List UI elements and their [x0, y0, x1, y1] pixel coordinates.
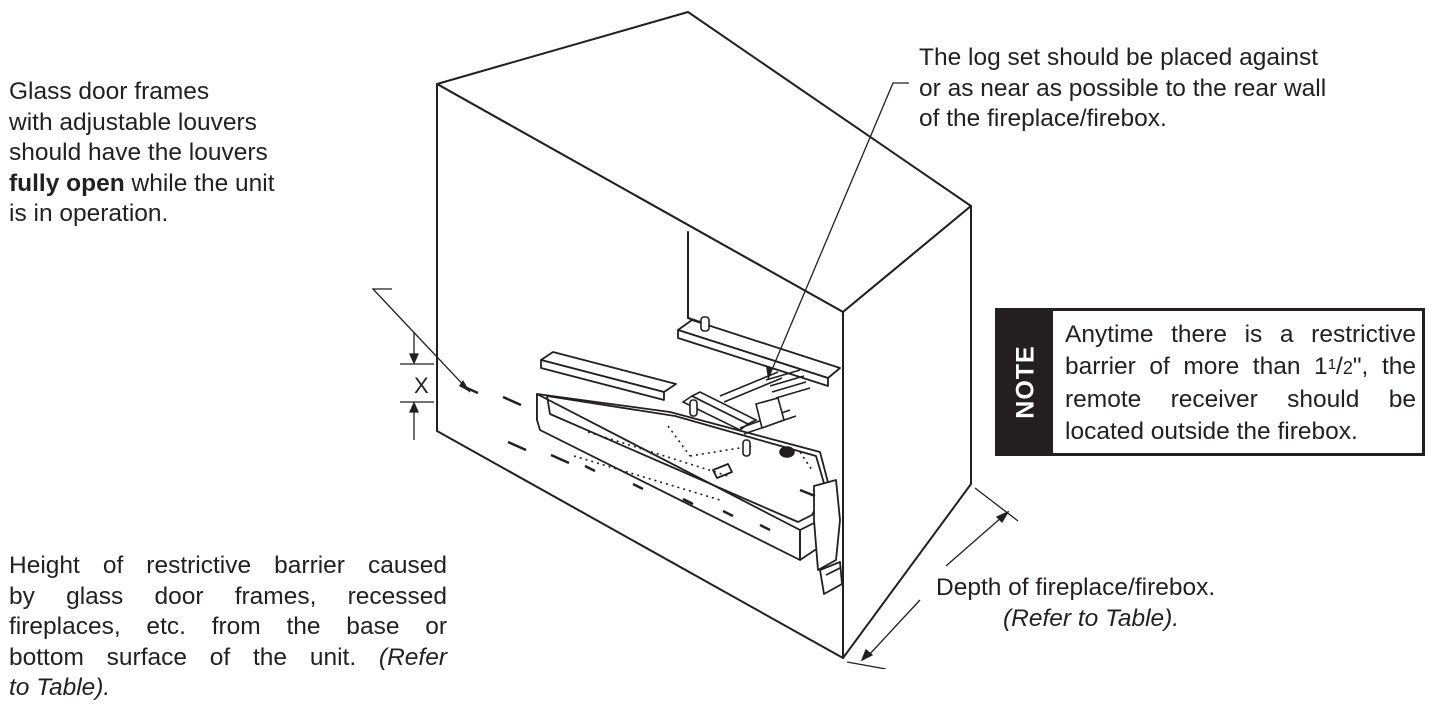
x-dimension-label: X	[414, 373, 429, 398]
barrier-line-4-italic: (Refer	[378, 643, 447, 671]
fraction-numerator: 1	[1327, 356, 1337, 373]
depth-dimension	[846, 487, 1019, 669]
log-set-burner	[536, 319, 843, 595]
depth-callout: Depth of fireplace/firebox. (Refer to Ta…	[936, 573, 1215, 634]
fireplace-box-right-wall	[842, 205, 972, 659]
x-dimension	[400, 332, 434, 440]
louvers-line-5: is in operation.	[9, 200, 169, 227]
leader-lines	[371, 82, 909, 393]
note-line-1: Anytime there is a restrictive	[1065, 321, 1416, 348]
barrier-line-3: fireplaces, etc. from the base or	[9, 613, 447, 640]
note-text: Anytime there is a restrictive barrier o…	[1065, 319, 1416, 448]
barrier-line-5-italic: to Table).	[9, 674, 111, 701]
barrier-line-4-plain: bottom surface of the unit.	[9, 643, 379, 671]
louvers-line-4-rest: while the unit	[124, 169, 275, 197]
note-tab: NOTE	[998, 311, 1053, 453]
depth-line-2-italic: (Refer to Table).	[1003, 604, 1180, 632]
note-box: NOTE Anytime there is a restrictive barr…	[995, 308, 1425, 456]
louvers-callout: Glass door frames with adjustable louver…	[9, 77, 275, 230]
burner-tubes	[681, 369, 811, 435]
note-line-2-pre: barrier of more than 1	[1065, 353, 1328, 380]
barrier-line-4: bottom surface of the unit. (Refer	[9, 643, 447, 674]
fireplace-diagram	[371, 11, 1019, 669]
depth-line-1: Depth of fireplace/firebox.	[936, 574, 1216, 601]
leader-arrowheads	[459, 366, 772, 392]
fraction-denominator: 2	[1342, 358, 1353, 378]
louvers-line-1: Glass door frames	[9, 78, 210, 105]
logset-line-2: or as near as possible to the rear wall	[919, 74, 1327, 102]
barrier-line-5: to Table).	[9, 673, 447, 704]
base-slots	[584, 464, 816, 532]
note-line-3: remote receiver should be	[1065, 386, 1416, 413]
louvers-line-3: should have the louvers	[9, 139, 268, 166]
note-line-2: barrier of more than 11/2", the	[1065, 351, 1416, 384]
note-line-2-post: ", the	[1352, 353, 1417, 380]
dotted-grate-lines	[573, 425, 813, 501]
posts-and-pins	[689, 316, 795, 458]
logset-callout: The log set should be placed against or …	[919, 43, 1326, 135]
barrier-callout: Height of restrictive barrier caused by …	[9, 551, 447, 704]
louvers-line-2: with adjustable louvers	[9, 108, 257, 136]
louvers-line-4: fully open while the unit	[9, 169, 275, 200]
logset-line-1: The log set should be placed against	[919, 44, 1319, 71]
barrier-line-2: by glass door frames, recessed	[9, 582, 447, 610]
fully-open-emphasis: fully open	[9, 169, 125, 197]
fraction-slash: /	[1336, 353, 1343, 380]
depth-line-2: (Refer to Table).	[936, 604, 1215, 635]
barrier-line-1: Height of restrictive barrier caused	[9, 552, 447, 579]
note-line-4: located outside the firebox.	[1065, 418, 1358, 445]
note-tab-label: NOTE	[1011, 345, 1039, 419]
logset-line-3: of the fireplace/firebox.	[919, 105, 1167, 132]
